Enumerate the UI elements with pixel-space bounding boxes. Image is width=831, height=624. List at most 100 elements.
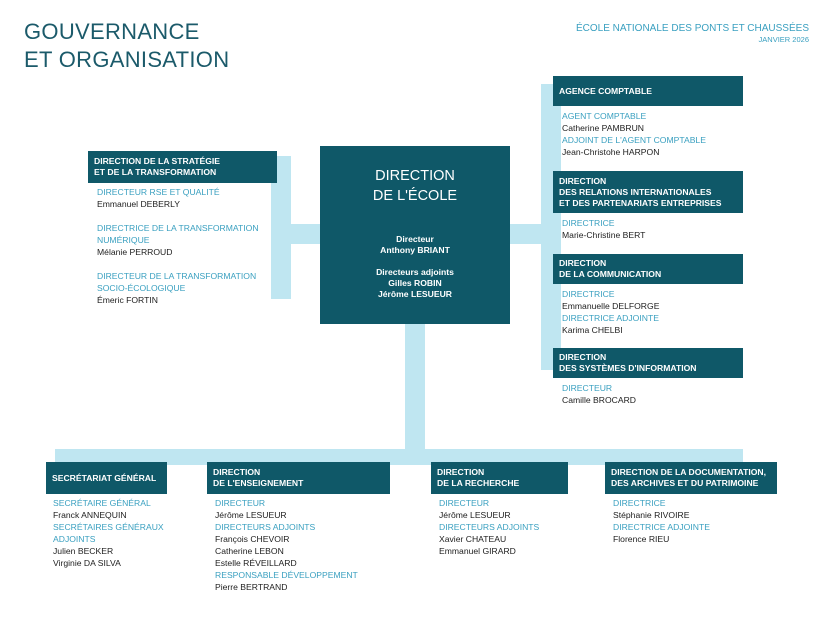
unit-title-line: SECRÉTARIAT GÉNÉRAL [52,472,157,483]
direction-ecole-title-line: DE L'ÉCOLE [372,188,458,204]
role-label: DIRECTEUR [439,498,490,508]
unit-details: SECRÉTAIRE GÉNÉRAL Franck ANNEQUIN SECRÉTA… [53,497,164,569]
role-label: DIRECTEURS ADJOINTS [439,522,540,532]
person-name: Jean-Christohe HARPON [562,147,660,157]
unit-title-line: DIRECTION [559,258,607,268]
role-label: SECRÉTAIRE GÉNÉRAL [53,498,151,508]
connector-right-vertical [541,84,561,370]
person-name: Camille BROCARD [562,395,637,405]
unit-title-line: DES SYSTÈMES D'INFORMATION [559,363,697,373]
unit-details: DIRECTEUR RSE ET QUALITÉ Emmanuel DEBERLY… [97,186,259,306]
role-label: SOCIO-ÉCOLOGIQUE [97,283,186,293]
person-name: Émeric FORTIN [97,295,158,305]
person-name: Estelle RÉVEILLARD [215,558,297,568]
unit-title-line: DIRECTION DE LA DOCUMENTATION, [611,467,766,477]
direction-ecole-line: Anthony BRIANT [380,245,450,255]
role-label: DIRECTEUR RSE ET QUALITÉ [97,187,220,197]
unit-details: DIRECTEUR Jérôme LESUEUR DIRECTEURS ADJOIN… [439,497,539,557]
direction-ecole-line: Directeurs adjoints [376,267,454,277]
role-label: DIRECTEUR [562,383,613,393]
connector-strategie-horizontal [271,224,321,244]
unit-title-line: DE L'ENSEIGNEMENT [213,478,304,488]
unit-title-line: ET DES PARTENARIATS ENTREPRISES [559,197,722,208]
role-label: DIRECTRICE ADJOINTE [613,522,710,532]
document-date: JANVIER 2026 [758,35,809,44]
unit-title-line: ET DE LA TRANSFORMATION [94,167,217,177]
unit-box: AGENCE COMPTABLE [553,76,743,106]
person-name: Emmanuel DEBERLY [97,199,180,209]
connector-bottom-bus [55,449,743,465]
person-name: Mélanie PERROUD [97,247,173,257]
direction-ecole-line: Jérôme LESUEUR [377,289,453,299]
role-label: DIRECTEURS ADJOINTS [215,522,316,532]
direction-ecole-line [320,256,510,267]
role-label: RESPONSABLE DÉVELOPPEMENT [215,570,358,580]
person-name: Julien BECKER [53,546,114,556]
person-name: Catherine LEBON [215,546,284,556]
unit-title-line: DIRECTION [437,467,485,477]
person-name: Stéphanie RIVOIRE [613,510,690,520]
person-name: Franck ANNEQUIN [53,510,127,520]
unit-title-line: DES ARCHIVES ET DU PATRIMOINE [611,478,759,488]
person-name: Emmanuelle DELFORGE [562,301,660,311]
role-label: DIRECTRICE [562,289,615,299]
person-name: Marie-Christine BERT [562,230,646,240]
role-label: DIRECTRICE [613,498,666,508]
unit-details: DIRECTEUR Jérôme LESUEUR DIRECTEURS ADJOIN… [215,497,358,593]
role-label: DIRECTRICE DE LA TRANSFORMATION [97,223,259,233]
connector-center-down [405,323,425,451]
unit-box: DIRECTION DE LA DOCUMENTATION,DES ARCHIV… [605,462,777,494]
unit-box: SECRÉTARIAT GÉNÉRAL [46,462,167,494]
role-label: ADJOINT DE L'AGENT COMPTABLE [562,135,706,145]
person-name: Florence RIEU [613,534,670,544]
connector-right-horizontal [509,224,541,244]
role-label: DIRECTEUR DE LA TRANSFORMATION [97,271,257,281]
direction-ecole-line: Directeur [396,234,434,244]
role-label: DIRECTRICE [562,218,615,228]
person-name: Jérôme LESUEUR [439,510,511,520]
unit-details: DIRECTRICE Emmanuelle DELFORGE DIRECTRICE … [562,288,659,336]
page-title: GOUVERNANCE ET ORGANISATION [24,18,324,74]
role-label: NUMÉRIQUE [97,235,150,245]
unit-title-line: DIRECTION [213,467,261,477]
unit-title-line: AGENCE COMPTABLE [559,85,652,96]
person-name: Pierre BERTRAND [215,582,288,592]
page-title-line: GOUVERNANCE [24,19,200,44]
unit-title-line: DIRECTION [559,352,607,362]
person-name: Emmanuel GIRARD [439,546,516,556]
direction-ecole-title: DIRECTION DE L'ÉCOLE [320,166,510,206]
unit-title-line: DIRECTION DE LA STRATÉGIE [94,156,221,166]
person-name: Virginie DA SILVA [53,558,121,568]
organization-header: ÉCOLE NATIONALE DES PONTS ET CHAUSSÉES J… [576,23,809,45]
person-name: Xavier CHATEAU [439,534,507,544]
unit-title-line: DES RELATIONS INTERNATIONALES [559,186,712,197]
role-label: AGENT COMPTABLE [562,111,647,121]
direction-ecole-title-line: DIRECTION [375,168,455,184]
direction-ecole-line: Gilles ROBIN [388,278,442,288]
person-name: Catherine PAMBRUN [562,123,644,133]
role-label: DIRECTEUR [215,498,266,508]
direction-ecole-box: DIRECTION DE L'ÉCOLE Directeur Anthony B… [320,146,510,324]
page-title-line: ET ORGANISATION [24,47,230,72]
person-name: Jérôme LESUEUR [215,510,287,520]
unit-title-line: DIRECTION [559,175,607,186]
role-label: SECRÉTAIRES GÉNÉRAUX [53,522,164,532]
unit-title-line: DE LA RECHERCHE [437,478,520,488]
person-name: Karima CHELBI [562,325,623,335]
direction-ecole-people: Directeur Anthony BRIANT Directeurs adjo… [320,234,510,300]
role-label: DIRECTRICE ADJOINTE [562,313,659,323]
spacer [97,258,259,270]
spacer [97,210,259,222]
unit-details: DIRECTRICE Stéphanie RIVOIRE DIRECTRICE AD… [613,497,710,545]
unit-details: AGENT COMPTABLE Catherine PAMBRUN ADJOINT … [562,110,706,158]
organization-name: ÉCOLE NATIONALE DES PONTS ET CHAUSSÉES [575,23,809,34]
unit-title-line: DE LA COMMUNICATION [559,269,662,279]
unit-details: DIRECTEUR Camille BROCARD [562,382,636,406]
unit-details: DIRECTRICE Marie-Christine BERT [562,217,645,241]
